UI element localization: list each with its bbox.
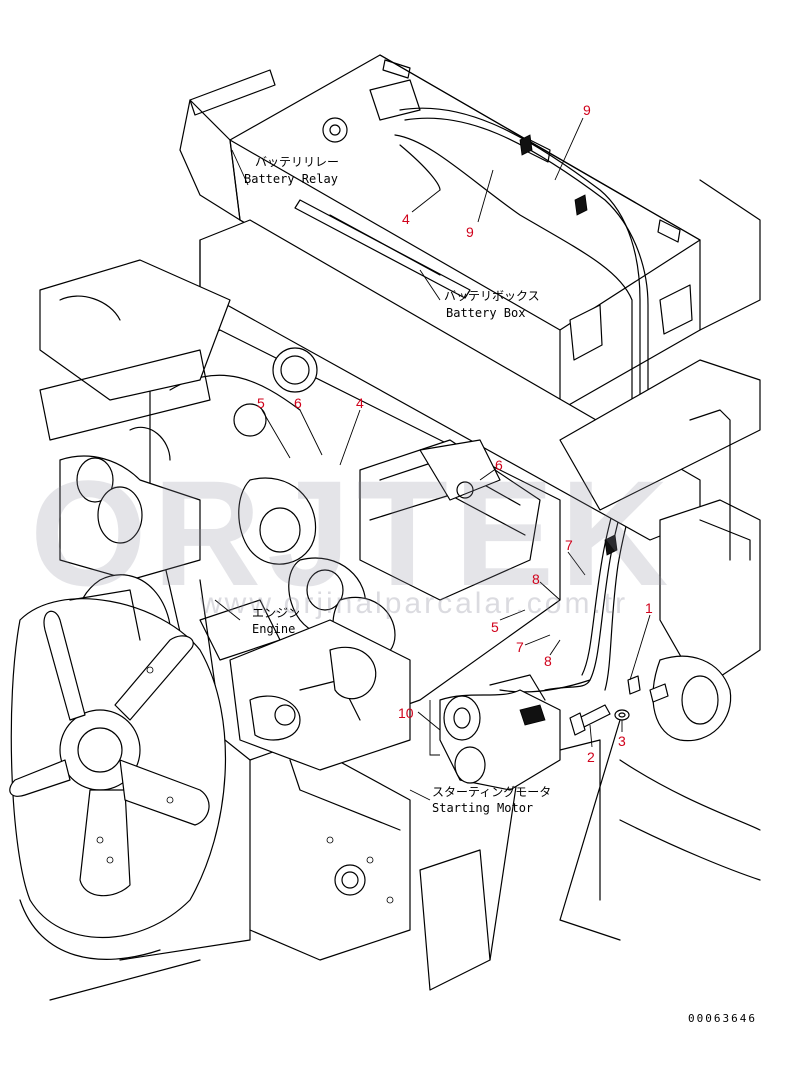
callout-5-left: 5 [257,395,265,411]
callout-7-upper: 7 [565,537,573,553]
callout-3: 3 [618,733,626,749]
callout-8-lower: 8 [544,653,552,669]
label-battery-box-en: Battery Box [446,306,525,320]
label-battery-relay-jp: バッテリリレー [255,155,339,169]
callout-10: 10 [398,705,414,721]
bolt-and-washer [569,675,669,736]
callout-8-upper: 8 [532,571,540,587]
label-battery-relay-en: Battery Relay [244,172,338,186]
callout-5-right: 5 [491,619,499,635]
starting-motor [439,674,591,791]
callout-1: 1 [645,600,653,616]
part-labels: バッテリリレー Battery Relay バッテリボックス Battery B… [244,155,551,815]
callout-6-left: 6 [294,395,302,411]
frame [49,179,761,1001]
fan [9,589,226,960]
callout-7-lower: 7 [516,639,524,655]
callout-numbers: 9 9 4 5 6 4 6 7 8 1 5 7 8 10 2 3 [257,102,653,765]
label-starting-motor-jp: スターティングモータ [432,785,551,799]
callout-9-top: 9 [583,102,591,118]
leader-lines [214,117,651,801]
callout-9-lower: 9 [466,224,474,240]
document-number: 00063646 [688,1012,757,1025]
label-starting-motor-en: Starting Motor [432,801,533,815]
watermark: ORJTEK www.orjinalparcalar.com.tr [30,449,674,620]
label-battery-box-jp: バッテリボックス [444,289,540,303]
watermark-main: ORJTEK [30,449,674,617]
label-engine-jp: エンジン [252,606,300,620]
label-engine-en: Engine [252,622,295,636]
callout-4-upper: 4 [402,211,410,227]
callout-4-mid: 4 [356,395,364,411]
callout-2: 2 [587,749,595,765]
callout-6-right: 6 [495,457,503,473]
watermark-url: www.orjinalparcalar.com.tr [199,587,628,620]
